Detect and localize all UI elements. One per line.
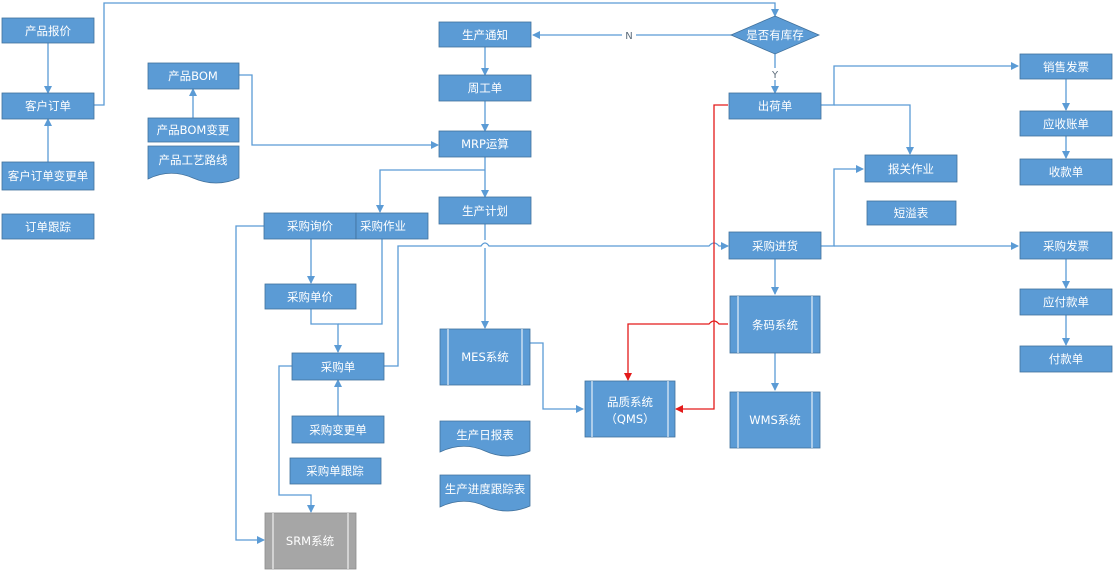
node-customs-operation-label: 报关作业 xyxy=(888,162,934,176)
node-qms-system-label-line2: （QMS） xyxy=(605,412,654,426)
node-order-tracking[interactable]: 订单跟踪 xyxy=(1,213,95,240)
node-purchase-tracking-label: 采购单跟踪 xyxy=(306,464,364,478)
node-qms-system[interactable]: 品质系统 （QMS） xyxy=(584,380,676,438)
node-shipping-order-label: 出荷单 xyxy=(758,99,793,113)
edge-label-yes: Y xyxy=(771,70,779,81)
node-customer-order-change-label: 客户订单变更单 xyxy=(8,169,89,183)
node-product-process-route-label: 产品工艺路线 xyxy=(159,153,228,167)
node-barcode-system-label: 条码系统 xyxy=(752,318,798,332)
node-daily-production-report-label: 生产日报表 xyxy=(456,428,514,442)
node-production-notice-label: 生产通知 xyxy=(462,28,508,42)
node-purchase-order[interactable]: 采购单 xyxy=(291,352,385,381)
node-receivable[interactable]: 应收账单 xyxy=(1019,110,1113,137)
node-weekly-order[interactable]: 周工单 xyxy=(438,74,532,102)
node-srm-system[interactable]: SRM系统 xyxy=(264,512,357,570)
node-barcode-system[interactable]: 条码系统 xyxy=(729,295,821,354)
node-purchase-inquiry[interactable]: 采购询价 xyxy=(263,212,357,240)
node-customer-order[interactable]: 客户订单 xyxy=(1,92,95,120)
node-product-bom-change[interactable]: 产品BOM变更 xyxy=(147,117,240,143)
edge-label-yes-bg xyxy=(769,68,781,80)
node-purchase-tracking[interactable]: 采购单跟踪 xyxy=(289,457,382,485)
node-purchase-change-label: 采购变更单 xyxy=(309,423,367,437)
edge-bom-to-mrp xyxy=(239,74,439,149)
edge-mes-to-qms xyxy=(530,342,584,413)
node-weekly-order-label: 周工单 xyxy=(468,81,503,95)
node-product-quote[interactable]: 产品报价 xyxy=(1,17,95,44)
node-receipt-label: 收款单 xyxy=(1049,165,1084,179)
node-purchase-receipt-label: 采购进货 xyxy=(752,239,798,253)
edge-inquiry-to-srm xyxy=(235,225,265,544)
node-stock-decision-label: 是否有库存 xyxy=(746,28,804,42)
node-payment[interactable]: 付款单 xyxy=(1019,345,1113,373)
connectors xyxy=(44,2,1070,544)
node-stock-decision[interactable]: 是否有库存 xyxy=(729,15,821,55)
edge-mrp-to-purchase xyxy=(376,169,485,213)
edge-label-no-bg xyxy=(622,29,636,41)
node-product-bom-change-label: 产品BOM变更 xyxy=(157,123,230,137)
node-wms-system-label: WMS系统 xyxy=(749,413,801,427)
node-production-plan-label: 生产计划 xyxy=(462,204,508,218)
node-mrp-label: MRP运算 xyxy=(461,137,509,151)
node-purchase-operation-label: 采购作业 xyxy=(360,219,406,233)
edge-shipping-to-qms xyxy=(675,104,728,413)
node-sales-invoice-label: 销售发票 xyxy=(1043,60,1089,74)
node-purchase-receipt[interactable]: 采购进货 xyxy=(728,231,822,260)
node-srm-system-label: SRM系统 xyxy=(286,534,335,548)
node-payable-label: 应付款单 xyxy=(1043,295,1089,309)
node-product-process-route[interactable]: 产品工艺路线 xyxy=(147,145,240,184)
node-payable[interactable]: 应付款单 xyxy=(1019,288,1113,316)
node-product-bom[interactable]: 产品BOM xyxy=(147,62,240,90)
node-mes-system-label: MES系统 xyxy=(461,350,509,364)
node-production-progress-report-label: 生产进度跟踪表 xyxy=(445,482,526,496)
node-shortage-overage[interactable]: 短溢表 xyxy=(866,200,957,226)
node-shortage-overage-label: 短溢表 xyxy=(894,206,929,220)
node-customs-operation[interactable]: 报关作业 xyxy=(864,154,958,183)
node-product-quote-label: 产品报价 xyxy=(25,24,71,38)
edge-order-to-stock-decision xyxy=(94,2,779,106)
node-purchase-change[interactable]: 采购变更单 xyxy=(291,415,385,444)
edge-order-to-receipt xyxy=(384,242,729,367)
node-customer-order-change[interactable]: 客户订单变更单 xyxy=(1,161,95,191)
node-purchase-operation[interactable]: 采购作业 xyxy=(355,212,429,240)
edge-order-to-srm xyxy=(278,365,315,513)
node-shipping-order[interactable]: 出荷单 xyxy=(728,92,822,120)
node-purchase-invoice[interactable]: 采购发票 xyxy=(1019,231,1113,260)
node-production-progress-report[interactable]: 生产进度跟踪表 xyxy=(439,474,531,512)
edge-shipping-to-sales-invoice xyxy=(821,62,1019,106)
edge-operation-to-order xyxy=(338,239,383,325)
node-purchase-inquiry-label: 采购询价 xyxy=(287,219,333,233)
node-purchase-unit-price[interactable]: 采购单价 xyxy=(264,283,357,310)
node-daily-production-report[interactable]: 生产日报表 xyxy=(439,420,531,457)
edge-label-no: N xyxy=(625,31,632,42)
node-receivable-label: 应收账单 xyxy=(1043,117,1089,131)
node-purchase-order-label: 采购单 xyxy=(321,360,356,374)
node-payment-label: 付款单 xyxy=(1049,352,1084,366)
node-qms-system-label-line1: 品质系统 xyxy=(607,395,653,409)
node-wms-system[interactable]: WMS系统 xyxy=(729,391,821,449)
quality-connectors xyxy=(624,104,728,413)
edge-unit-price-to-order xyxy=(310,309,342,353)
edge-receipt-to-customs xyxy=(821,165,864,247)
node-order-tracking-label: 订单跟踪 xyxy=(25,220,71,234)
node-production-notice[interactable]: 生产通知 xyxy=(438,21,532,48)
edge-barcode-to-qms xyxy=(624,320,728,381)
node-sales-invoice[interactable]: 销售发票 xyxy=(1019,53,1113,80)
node-receipt[interactable]: 收款单 xyxy=(1019,158,1113,186)
node-mes-system[interactable]: MES系统 xyxy=(439,328,531,386)
node-purchase-invoice-label: 采购发票 xyxy=(1043,239,1089,253)
node-mrp[interactable]: MRP运算 xyxy=(438,130,532,158)
node-purchase-unit-price-label: 采购单价 xyxy=(287,290,333,304)
edge-shipping-to-customs xyxy=(834,104,914,155)
node-customer-order-label: 客户订单 xyxy=(25,99,71,113)
nodes: 产品报价 客户订单 客户订单变更单 订单跟踪 产品BOM 产品BOM变更 产品工… xyxy=(1,15,1113,570)
node-production-plan[interactable]: 生产计划 xyxy=(438,196,532,225)
node-product-bom-label: 产品BOM xyxy=(168,69,218,83)
